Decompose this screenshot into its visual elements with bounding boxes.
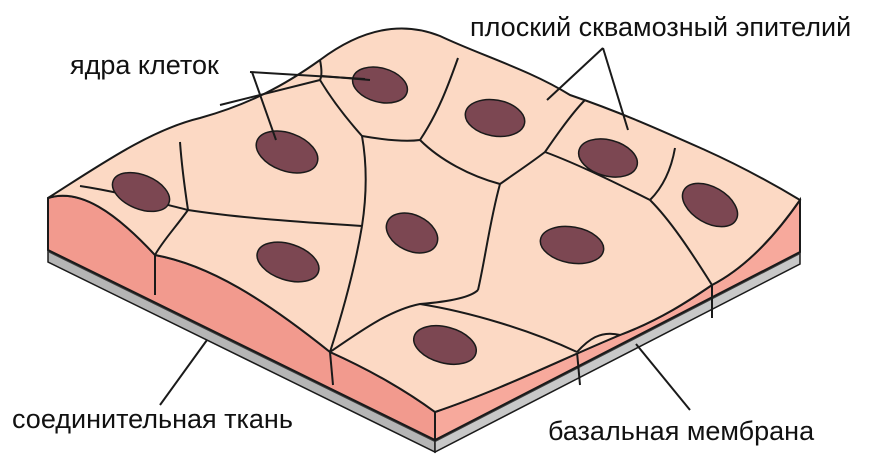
squamous-epithelium-label: плоский сквамозный эпителий xyxy=(470,14,851,41)
connective-tissue-leader xyxy=(160,340,207,405)
basement-membrane-leader xyxy=(636,344,690,410)
connective-tissue-label: соединительная ткань xyxy=(12,406,293,433)
nuclei-label: ядра клеток xyxy=(70,52,219,79)
epithelium-leader-pointer xyxy=(547,48,603,100)
basement-membrane-label: базальная мембрана xyxy=(548,418,814,445)
